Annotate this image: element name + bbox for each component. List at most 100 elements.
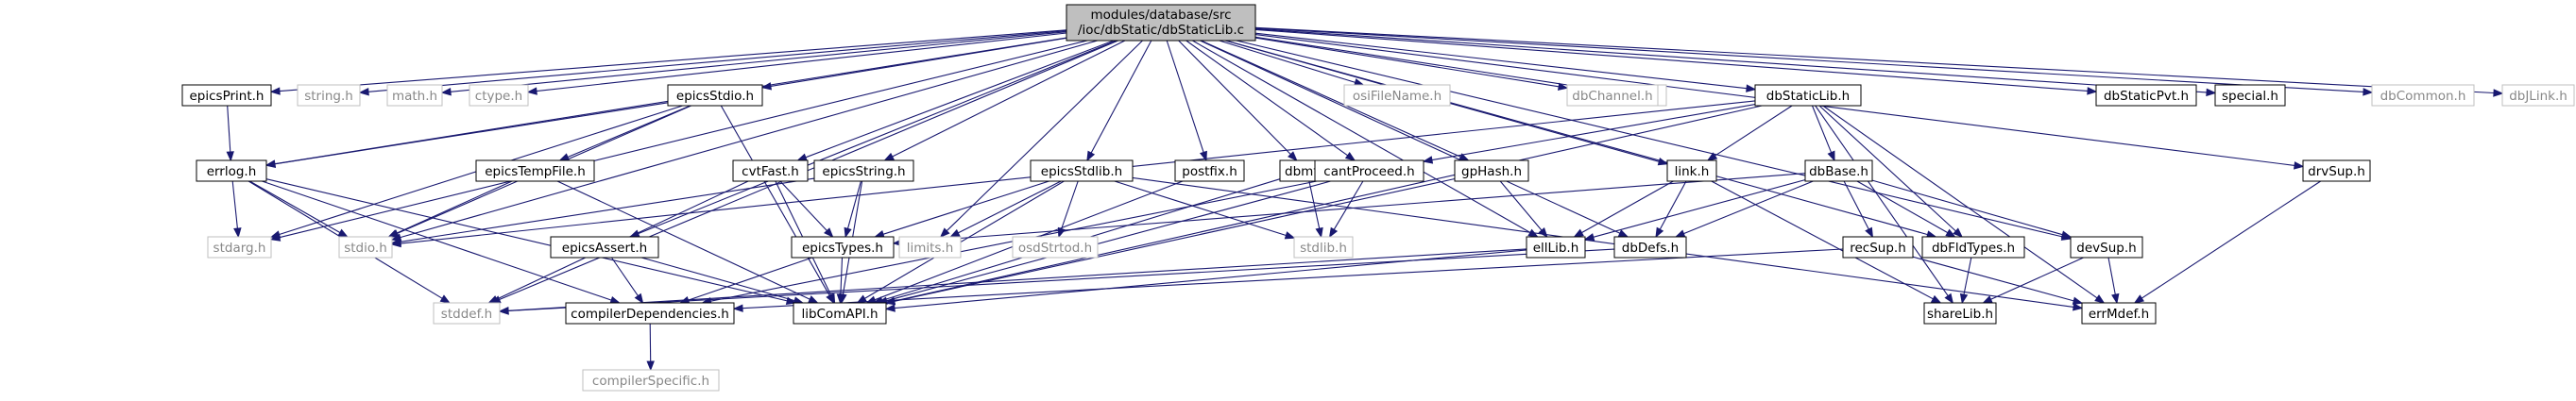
node-gpHash[interactable]: gpHash.h [1454,159,1529,182]
node-box [1921,236,2025,259]
edge-link-to-ellLib [1573,180,1674,238]
node-postfix[interactable]: postfix.h [1174,159,1245,182]
node-stdlib: stdlib.h [1293,236,1354,259]
node-label: libComAPI.h [801,307,878,322]
edge-link-to-shareLib [1711,180,1942,304]
node-label: dbCommon.h [2380,89,2466,104]
node-dbFldTypes[interactable]: dbFldTypes.h [1921,236,2025,259]
node-label: errlog.h [207,164,257,179]
node-label: cvtFast.h [742,164,799,179]
node-box [565,302,735,325]
edge-root-to-osiFileName [1219,40,1365,87]
node-label: cantProceed.h [1323,164,1414,179]
edge-dbStaticLib-to-dbFldTypes [1818,105,1964,238]
node-box [2501,84,2575,107]
node-dbCommon: dbCommon.h [2371,84,2475,107]
root-label-line: modules/database/src [1090,8,1231,23]
node-epicsStdlib[interactable]: epicsStdlib.h [1030,159,1134,182]
edge-epicsStdio-to-errlog [264,102,669,168]
node-dbBase[interactable]: dbBase.h [1804,159,1873,182]
node-epicsStdio[interactable]: epicsStdio.h [667,84,763,107]
node-label: errMdef.h [2089,307,2149,322]
node-box [1454,159,1529,182]
node-dbStaticLib[interactable]: dbStaticLib.h [1754,84,1862,107]
node-label: limits.h [907,241,954,256]
node-box [2070,236,2143,259]
node-box [181,84,272,107]
edge-root-to-limits [939,40,1143,238]
node-box [1566,84,1659,107]
node-shareLib[interactable]: shareLib.h [1923,302,1997,325]
node-libComAPI[interactable]: libComAPI.h [793,302,887,325]
node-epicsPrint[interactable]: epicsPrint.h [181,84,272,107]
node-devSup[interactable]: devSup.h [2070,236,2143,259]
node-recSup[interactable]: recSup.h [1842,236,1914,259]
node-label: gpHash.h [1461,164,1522,179]
node-label: dbBase.h [1809,164,1868,179]
node-cantProceed[interactable]: cantProceed.h [1314,159,1424,182]
edge-epicsTempFile-to-stdio [387,180,513,238]
node-box [813,159,914,182]
node-errlog[interactable]: errlog.h [196,159,267,182]
node-box [1666,159,1717,182]
node-box [297,84,361,107]
node-box [196,159,267,182]
edge-dbBase-to-devSup [1871,179,2073,239]
edge-root-to-dbChannel [1254,37,1569,91]
edge-epicsPrint-to-errlog [226,105,234,162]
node-box [475,159,595,182]
edge-epicsStdlib-to-limits [949,180,1062,238]
node-box [1012,236,1099,259]
node-cvtFast[interactable]: cvtFast.h [732,159,809,182]
node-drvSup[interactable]: drvSup.h [2302,159,2371,182]
edge-dbStaticLib-to-cantProceed [1422,104,1756,164]
node-compilerSpecific: compilerSpecific.h [582,369,720,392]
node-dbDefs[interactable]: dbDefs.h [1613,236,1687,259]
edge-root-to-devSup [1236,40,2073,241]
node-dbStaticPvt[interactable]: dbStaticPvt.h [2095,84,2197,107]
node-string: string.h [297,84,361,107]
edge-root-to-dbDefs [1200,40,1629,238]
edge-root-to-string [358,30,1067,96]
node-label: dbStaticPvt.h [2104,89,2189,104]
node-ellLib[interactable]: ellLib.h [1526,236,1586,259]
node-compilerDependencies[interactable]: compilerDependencies.h [565,302,735,325]
node-box [1613,236,1687,259]
edge-compilerDependencies-to-compilerSpecific [646,323,655,372]
node-label: devSup.h [2076,241,2136,256]
node-label: string.h [304,89,353,104]
node-errMdef[interactable]: errMdef.h [2081,302,2157,325]
edge-recSup-to-compilerDependencies [732,248,1844,312]
node-epicsString[interactable]: epicsString.h [813,159,914,182]
edge-dbBase-to-dbFldTypes [1856,180,1956,238]
edge-recSup-to-errMdef [1912,256,2084,305]
node-box [2302,159,2371,182]
root-file-node[interactable]: modules/database/src/ioc/dbStatic/dbStat… [1066,4,1256,42]
node-epicsTypes[interactable]: epicsTypes.h [791,236,895,259]
node-label: dbChannel.h [1572,89,1652,104]
node-epicsAssert[interactable]: epicsAssert.h [550,236,659,259]
node-label: stdarg.h [213,241,266,256]
edge-dbmf-to-stdlib [1308,180,1323,239]
edge-root-to-epicsStdlib [1086,40,1152,162]
edge-epicsStdlib-to-stdlib [1114,180,1296,240]
node-label: epicsPrint.h [190,89,264,104]
edge-dbBase-to-recSup [1843,180,1874,239]
node-label: epicsString.h [822,164,905,179]
node-label: epicsStdio.h [676,89,754,104]
node-osdStrtod: osdStrtod.h [1012,236,1099,259]
node-label: epicsTypes.h [802,241,883,256]
edge-dbStaticLib-to-link [1706,105,1793,161]
node-label: dbFldTypes.h [1932,241,2015,256]
node-box [550,236,659,259]
edge-dbDefs-to-stddef [498,248,1615,315]
edge-dbFldTypes-to-shareLib [1959,257,1972,305]
node-box [582,369,720,392]
node-epicsTempFile[interactable]: epicsTempFile.h [475,159,595,182]
node-label: osdStrtod.h [1018,241,1092,256]
node-box [1804,159,1873,182]
node-special[interactable]: special.h [2214,84,2286,107]
node-stdio: stdio.h [338,236,393,259]
node-link[interactable]: link.h [1666,159,1717,182]
